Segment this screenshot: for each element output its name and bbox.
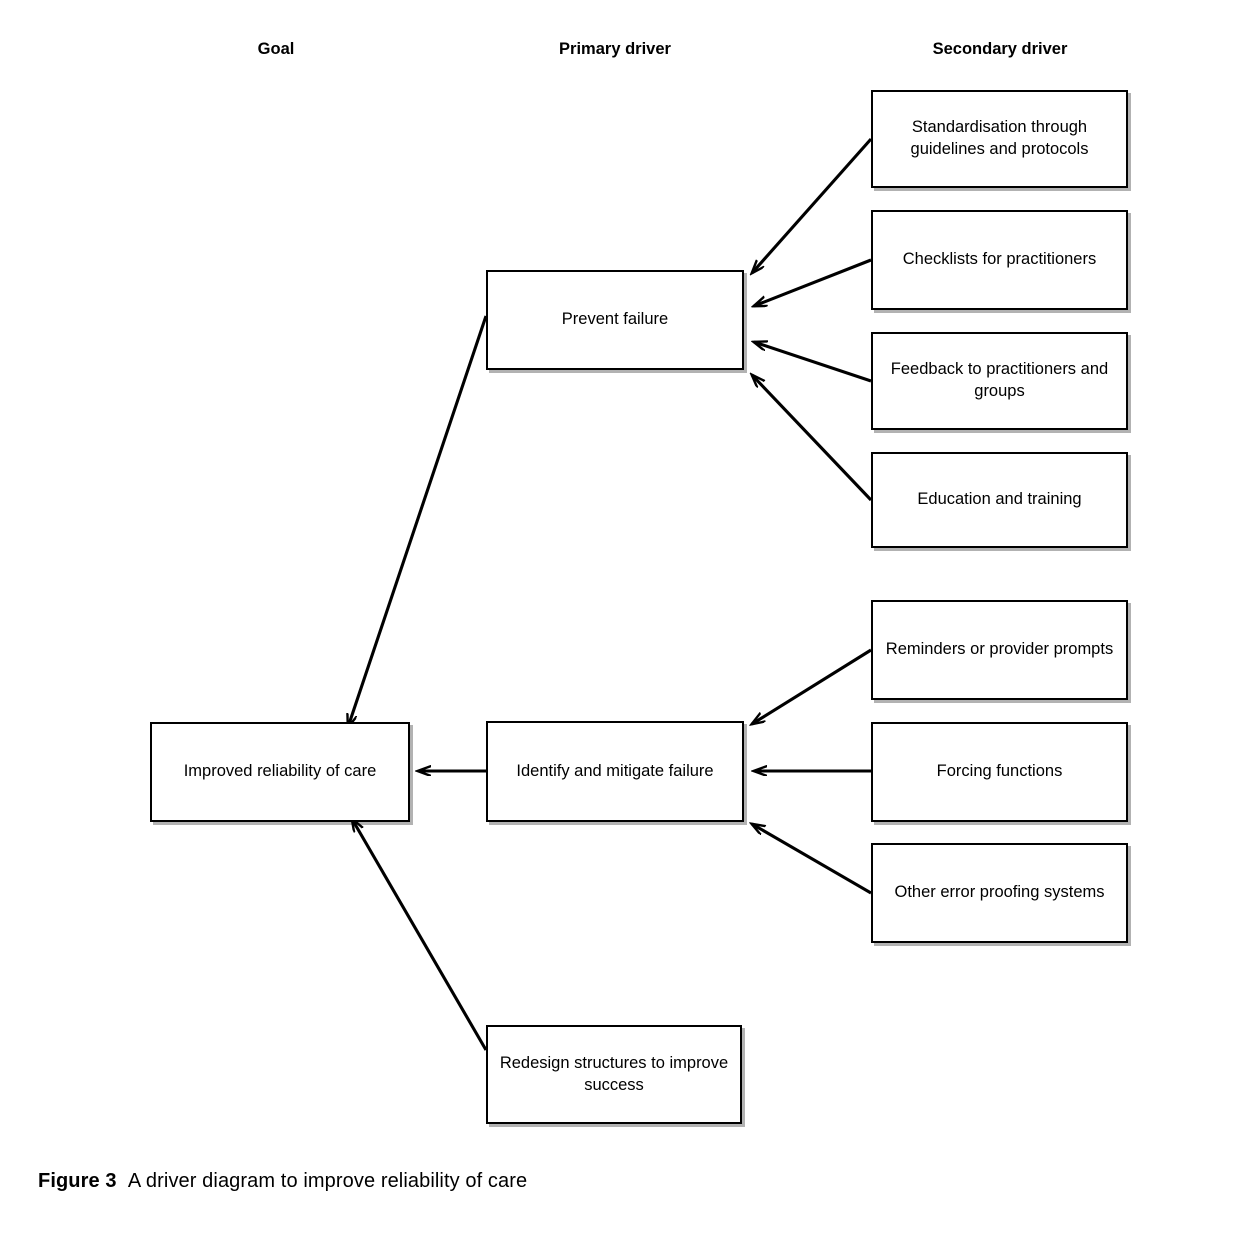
- arrow-redesign-structures-to-goal: [352, 819, 488, 1051]
- node-label: Reminders or provider prompts: [885, 640, 1114, 659]
- node-label: Redesign structures to improve success: [499, 1053, 729, 1094]
- node-label: Education and training: [917, 490, 1082, 509]
- column-heading-primary-driver: Primary driver: [559, 40, 671, 58]
- node-other-error-proofing-systems[interactable]: Other error proofing systems: [871, 843, 1128, 943]
- node-reminders-or-provider-prompts[interactable]: Reminders or provider prompts: [871, 600, 1128, 700]
- node-label: Feedback to practitioners and groups: [890, 360, 1109, 400]
- arrow-feedback-to-prevent-failure: [754, 342, 872, 383]
- column-heading-secondary-driver: Secondary driver: [932, 40, 1068, 58]
- node-label: Prevent failure: [561, 310, 669, 329]
- node-improved-reliability-of-care[interactable]: Improved reliability of care: [150, 722, 410, 822]
- node-redesign-structures-to-improve-success[interactable]: Redesign structures to improve success: [486, 1025, 742, 1124]
- node-label: Checklists for practitioners: [902, 250, 1097, 269]
- node-standardisation-through-guidelines-and-protocols[interactable]: Standardisation through guidelines and p…: [871, 90, 1128, 188]
- arrow-education-to-prevent-failure: [752, 375, 873, 502]
- node-label: Standardisation through guidelines and p…: [910, 118, 1089, 158]
- figure-caption: Figure 3 A driver diagram to improve rel…: [38, 1170, 527, 1193]
- figure-caption-label: Figure 3: [38, 1170, 117, 1192]
- node-feedback-to-practitioners-and-groups[interactable]: Feedback to practitioners and groups: [871, 332, 1128, 430]
- figure-caption-text: A driver diagram to improve reliability …: [127, 1170, 528, 1192]
- node-label: Improved reliability of care: [183, 762, 377, 781]
- node-label: Forcing functions: [936, 762, 1063, 781]
- node-identify-and-mitigate-failure[interactable]: Identify and mitigate failure: [486, 721, 744, 822]
- node-label: Identify and mitigate failure: [516, 761, 714, 780]
- arrow-reminders-to-identify-mitigate: [752, 648, 872, 724]
- node-education-and-training[interactable]: Education and training: [871, 452, 1128, 548]
- arrow-prevent-failure-to-goal: [348, 315, 488, 727]
- node-prevent-failure[interactable]: Prevent failure: [486, 270, 744, 370]
- node-label: Other error proofing systems: [894, 883, 1105, 902]
- arrow-other-error-proofing-to-identify-mitigate: [752, 824, 872, 895]
- column-heading-goal: Goal: [257, 40, 295, 58]
- arrow-checklists-to-prevent-failure: [754, 258, 872, 306]
- node-forcing-functions[interactable]: Forcing functions: [871, 722, 1128, 822]
- node-checklists-for-practitioners[interactable]: Checklists for practitioners: [871, 210, 1128, 310]
- arrow-standardisation-to-prevent-failure: [752, 137, 873, 273]
